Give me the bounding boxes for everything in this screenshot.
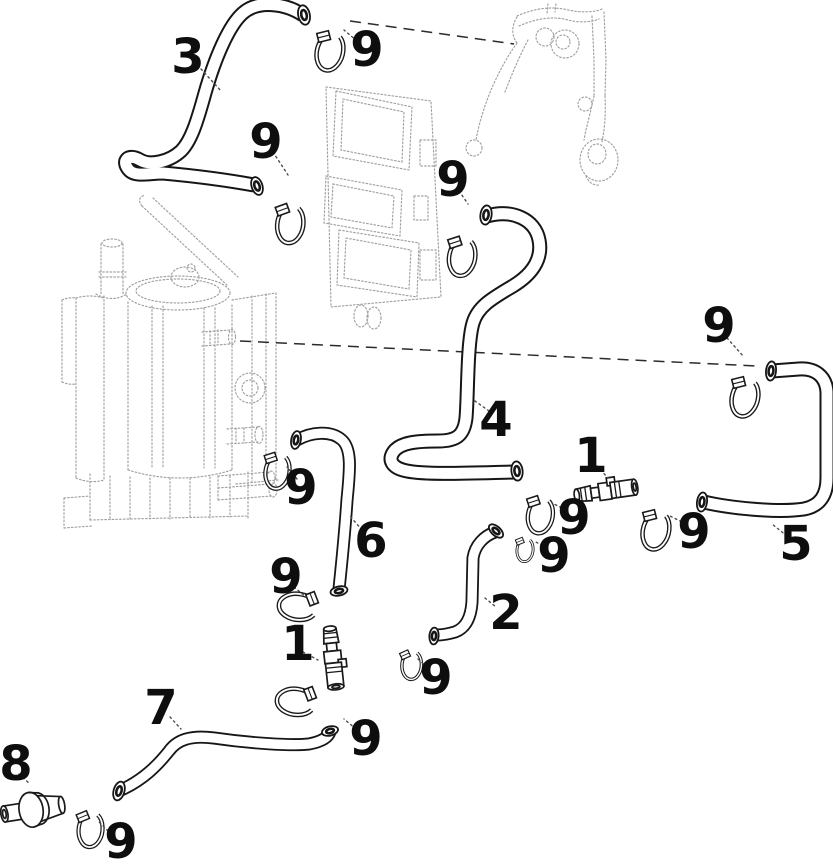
part-number-label: 7 — [144, 680, 177, 736]
hose-2 — [436, 525, 498, 642]
dashed-routing-line — [349, 20, 515, 45]
part-number-label: 9 — [350, 22, 383, 78]
part-number-label: 9 — [702, 298, 735, 354]
routing-lines — [239, 20, 757, 367]
part-number-label: 9 — [436, 152, 469, 208]
leader-lines — [18, 29, 788, 832]
hose-clamp — [724, 374, 763, 419]
hose-clamp — [73, 810, 104, 849]
part-number-label: 9 — [677, 504, 710, 560]
part-number-label: 1 — [281, 616, 314, 672]
part-number-label: 1 — [574, 428, 607, 484]
hose-7 — [118, 729, 337, 796]
part-number-label: 9 — [537, 528, 570, 584]
part-number-label: 9 — [419, 650, 452, 706]
inline-fitting-1-vertical — [320, 623, 351, 692]
part-number-label: 6 — [354, 513, 387, 569]
control-module-ghost — [323, 86, 442, 330]
hose-clamp — [635, 507, 674, 552]
hose-5 — [702, 361, 833, 518]
dashed-routing-line — [239, 340, 757, 367]
part-number-label: 9 — [249, 114, 282, 170]
part-number-label: 8 — [0, 736, 33, 792]
part-number-label: 5 — [779, 516, 812, 572]
hose-6 — [293, 426, 356, 590]
part-number-callouts: 3 9 9 9 4 9 1 9 9 5 9 2 9 9 6 9 1 9 7 8 … — [0, 22, 813, 866]
hose-clamp — [511, 535, 536, 564]
bracket-ghost — [465, 3, 619, 186]
engine-assembly-ghost — [61, 194, 279, 529]
part-number-label: 2 — [489, 585, 522, 641]
part-number-label: 3 — [171, 29, 204, 85]
hose-clamp — [309, 28, 348, 73]
hose-3 — [118, 0, 308, 193]
check-valve-8 — [0, 791, 66, 829]
part-number-label: 9 — [557, 490, 590, 546]
part-number-label: 9 — [104, 814, 137, 866]
part-number-label: 9 — [284, 460, 317, 516]
part-number-label: 9 — [269, 549, 302, 605]
part-number-label: 4 — [479, 392, 512, 448]
hose-4 — [383, 206, 548, 481]
hose-clamp — [271, 202, 306, 245]
hose-clamp — [442, 234, 479, 278]
hose-openings — [112, 4, 777, 802]
hose-clamp — [275, 682, 317, 717]
part-number-label: 9 — [349, 711, 382, 767]
